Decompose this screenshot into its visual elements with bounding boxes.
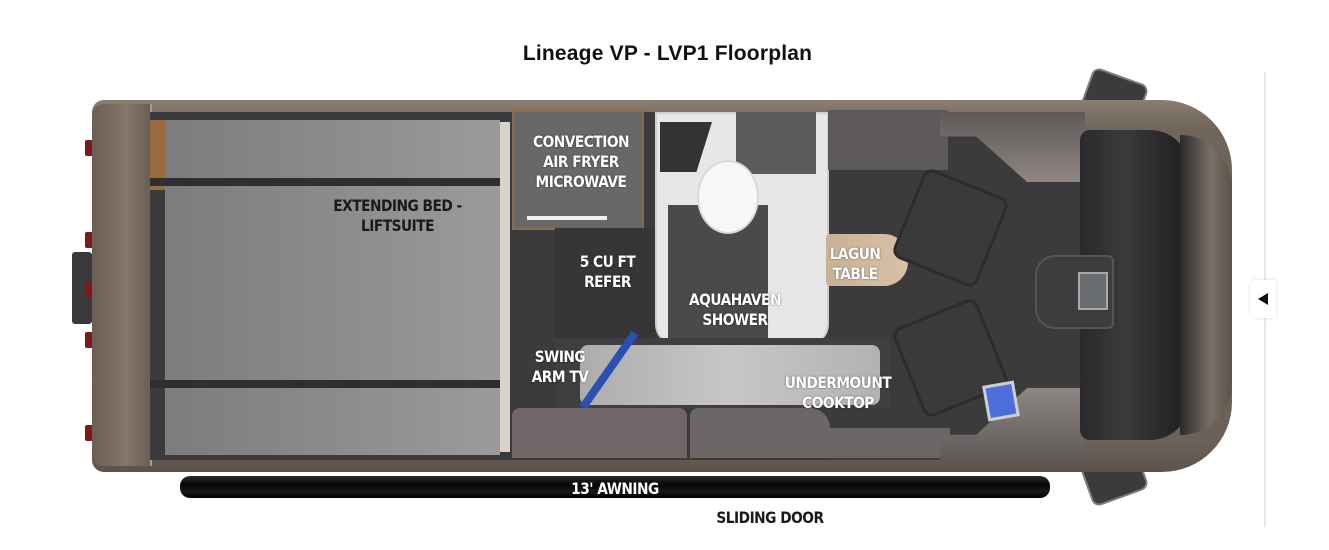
awning-bar	[180, 476, 1050, 498]
van-hood	[1180, 135, 1232, 435]
label-sliding-door: SLIDING DOOR	[716, 508, 824, 527]
floorplan-title: Lineage VP - LVP1 Floorplan	[522, 42, 813, 65]
dinette-wall	[828, 110, 948, 170]
bed-slat	[150, 380, 500, 388]
refrigerator	[555, 228, 655, 338]
tail-light	[85, 140, 93, 156]
tail-light	[85, 232, 93, 248]
side-cabinet	[512, 408, 687, 458]
control-panel	[982, 380, 1020, 422]
label-awning: 13' AWNING	[571, 479, 659, 498]
tail-light	[85, 425, 93, 441]
galley-counter	[580, 345, 880, 405]
toilet	[697, 160, 759, 234]
tail-light	[85, 282, 93, 298]
cabinet-light	[527, 216, 607, 220]
microwave-cabinet	[512, 110, 644, 230]
collapse-panel-button[interactable]	[1250, 280, 1276, 318]
bed-wood-cabinet	[150, 120, 168, 190]
side-cabinet	[830, 428, 950, 458]
rear-cap	[92, 104, 152, 466]
triangle-left-icon	[1258, 293, 1268, 305]
extending-bed	[165, 120, 500, 455]
bath-cabinet	[736, 112, 816, 174]
infotainment-screen	[1078, 272, 1108, 310]
bed-slat	[150, 178, 500, 186]
tail-light	[85, 332, 93, 348]
side-cabinet	[690, 408, 830, 458]
rear-hitch	[72, 252, 92, 324]
label-extending-bed: EXTENDING BED -LIFTSUITE	[333, 196, 462, 235]
